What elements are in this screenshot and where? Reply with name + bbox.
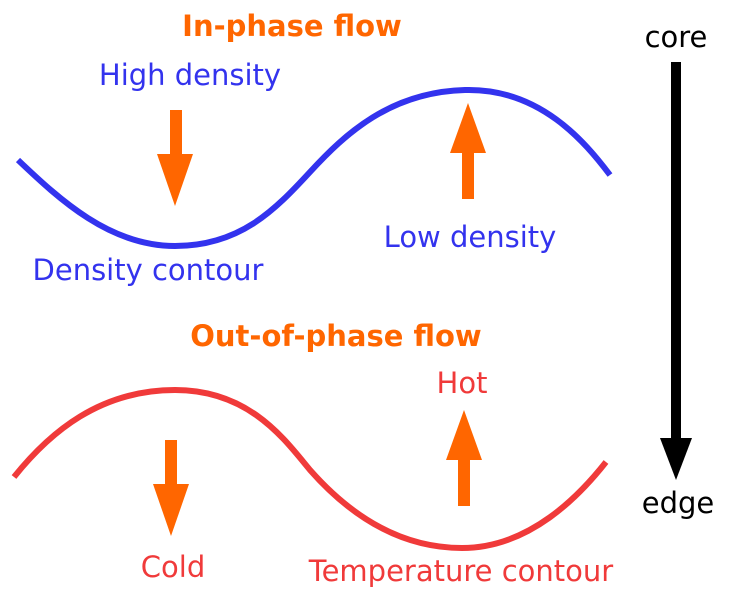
high-density-down-arrow bbox=[157, 110, 193, 206]
high-density-arrow-head bbox=[157, 154, 193, 206]
radial-axis-shaft bbox=[671, 62, 681, 442]
density-contour-label: Density contour bbox=[33, 253, 264, 287]
core-label: core bbox=[645, 20, 708, 54]
cold-arrow-head bbox=[153, 484, 189, 536]
low-density-arrow-shaft bbox=[462, 151, 474, 199]
temperature-contour-curve bbox=[11, 386, 609, 552]
high-density-arrow-shaft bbox=[170, 110, 182, 156]
hot-arrow-head bbox=[446, 410, 482, 460]
cold-arrow-shaft bbox=[165, 440, 177, 486]
hot-arrow-shaft bbox=[458, 458, 470, 506]
low-density-up-arrow bbox=[450, 103, 486, 199]
edge-label: edge bbox=[642, 486, 715, 520]
out-of-phase-title: Out-of-phase flow bbox=[190, 319, 481, 353]
radial-axis: core edge bbox=[642, 20, 715, 520]
temperature-contour-label: Temperature contour bbox=[308, 554, 613, 588]
in-phase-section: In-phase flow High density Low density D… bbox=[15, 9, 613, 287]
cold-down-arrow bbox=[153, 440, 189, 536]
hot-label: Hot bbox=[437, 366, 488, 400]
low-density-label: Low density bbox=[384, 220, 557, 254]
density-contour-curve bbox=[15, 86, 613, 250]
high-density-label: High density bbox=[99, 58, 281, 92]
low-density-arrow-head bbox=[450, 103, 486, 153]
out-of-phase-section: Out-of-phase flow Hot Cold Temperature c… bbox=[11, 319, 613, 588]
in-phase-title: In-phase flow bbox=[182, 9, 402, 43]
radial-axis-arrow-head bbox=[660, 438, 692, 480]
cold-label: Cold bbox=[141, 550, 205, 584]
hot-up-arrow bbox=[446, 410, 482, 506]
